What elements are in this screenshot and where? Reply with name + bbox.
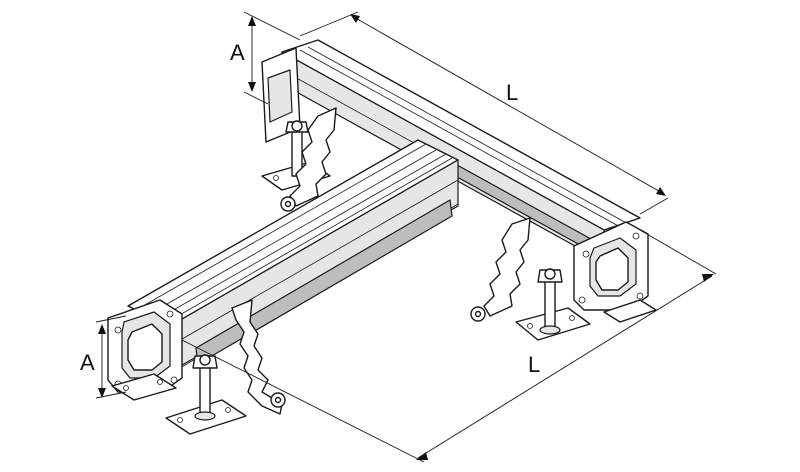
back-end-flange [261, 47, 301, 143]
dimension-l-top-label: L [506, 80, 518, 105]
dimension-l-bottom: L [181, 229, 717, 463]
flex-strap-back [280, 107, 337, 212]
flex-strap-right [470, 217, 531, 322]
dimension-a-back: A [230, 11, 301, 105]
dimension-a-back-label: A [230, 40, 245, 65]
support-foot-front-left [111, 373, 177, 401]
dimension-a-front: A [80, 315, 127, 399]
dimension-l-bottom-label: L [528, 352, 540, 377]
dimension-l-top: L [299, 11, 669, 215]
front-end-flange [107, 299, 183, 393]
support-foot-right [515, 268, 591, 341]
support-foot-front [165, 354, 247, 435]
flex-strap-front [231, 299, 286, 415]
dimension-a-front-label: A [80, 350, 95, 375]
support-foot-right-front [603, 299, 657, 323]
